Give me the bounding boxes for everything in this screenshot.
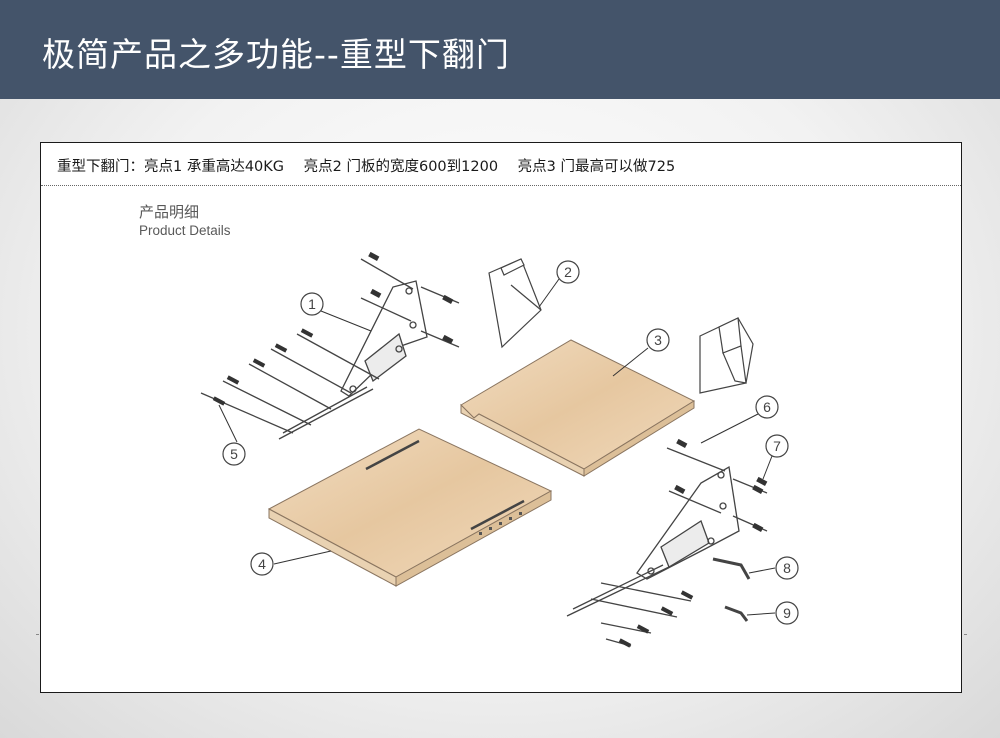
dotted-divider <box>41 185 961 186</box>
callout-3: 3 <box>654 332 662 348</box>
callout-1: 1 <box>308 296 316 312</box>
callout-8: 8 <box>783 560 791 576</box>
screws-right <box>618 438 768 648</box>
callout-2: 2 <box>564 264 572 280</box>
hex-key-part-9 <box>724 605 749 622</box>
callout-7: 7 <box>773 438 781 454</box>
highlight-2: 亮点2 门板的宽度600到1200 <box>303 159 499 175</box>
screws-part-1 <box>212 251 454 406</box>
callout-4: 4 <box>258 556 266 572</box>
content-panel: 重型下翻门：亮点1 承重高达40KG 亮点2 门板的宽度600到1200 亮点3… <box>40 142 962 693</box>
board-part-3 <box>460 339 696 477</box>
callout-5: 5 <box>230 446 238 462</box>
board-part-4 <box>267 428 553 587</box>
title-bar: 极简产品之多功能--重型下翻门 <box>0 0 1000 99</box>
hinge-part-1 <box>200 258 460 440</box>
exploded-parts-diagram: 1 2 3 4 5 6 7 8 9 <box>200 251 799 648</box>
highlights-line: 重型下翻门：亮点1 承重高达40KG 亮点2 门板的宽度600到1200 亮点3… <box>57 155 690 176</box>
slide-title: 极简产品之多功能--重型下翻门 <box>42 35 510 74</box>
callout-circles <box>222 260 799 625</box>
highlight-1: 重型下翻门：亮点1 承重高达40KG <box>57 159 285 175</box>
callout-6: 6 <box>763 399 771 415</box>
callout-9: 9 <box>783 605 791 621</box>
details-title-en: Product Details <box>139 223 231 238</box>
callout-leaders <box>218 278 776 616</box>
details-title-cn: 产品明细 <box>139 203 200 221</box>
hinge-right <box>566 447 768 647</box>
highlight-3: 亮点3 门最高可以做725 <box>517 159 676 175</box>
cover-bracket <box>699 317 754 394</box>
right-edge-mark <box>964 634 967 635</box>
left-edge-mark <box>36 634 39 635</box>
hex-key-part-8 <box>712 557 751 580</box>
bracket-part-2 <box>488 258 542 349</box>
